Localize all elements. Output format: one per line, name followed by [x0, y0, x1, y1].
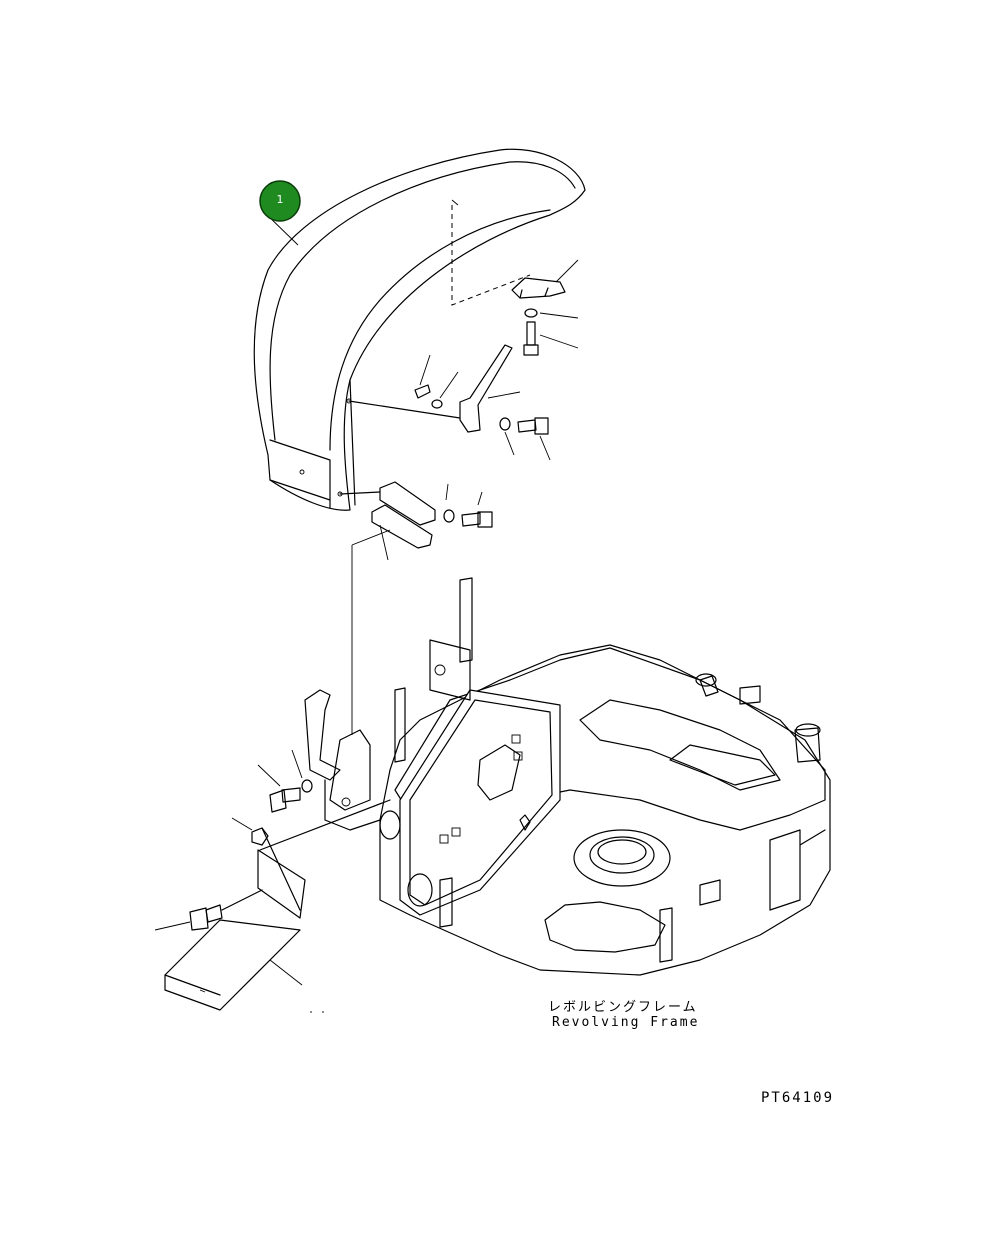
bolt-4: [257, 764, 301, 813]
lower-hinge-bracket: [339, 481, 436, 561]
callout-badge: [259, 180, 301, 222]
washer-4: [443, 483, 455, 523]
nut-1: [231, 817, 269, 846]
clip-nut: [414, 354, 431, 399]
bolt-2: [517, 417, 551, 461]
bolt-3: [461, 491, 493, 528]
revolving-frame: [304, 577, 831, 976]
washer-3: [499, 417, 515, 456]
side-lever-bracket: [348, 344, 521, 433]
frame-label-jp: レボルビングフレーム: [548, 1000, 698, 1015]
frame-label-en: Revolving Frame: [552, 1015, 700, 1030]
drawing-code: PT64109: [761, 1090, 835, 1106]
callout-number: 1: [276, 193, 284, 206]
cover-plate: [164, 799, 391, 1011]
washer-2: [431, 371, 459, 409]
washer-1: [524, 308, 579, 319]
bolt-1: [523, 321, 579, 356]
bolt-5: [154, 889, 263, 931]
washer-5: [291, 749, 313, 793]
upper-bracket: [511, 259, 579, 299]
